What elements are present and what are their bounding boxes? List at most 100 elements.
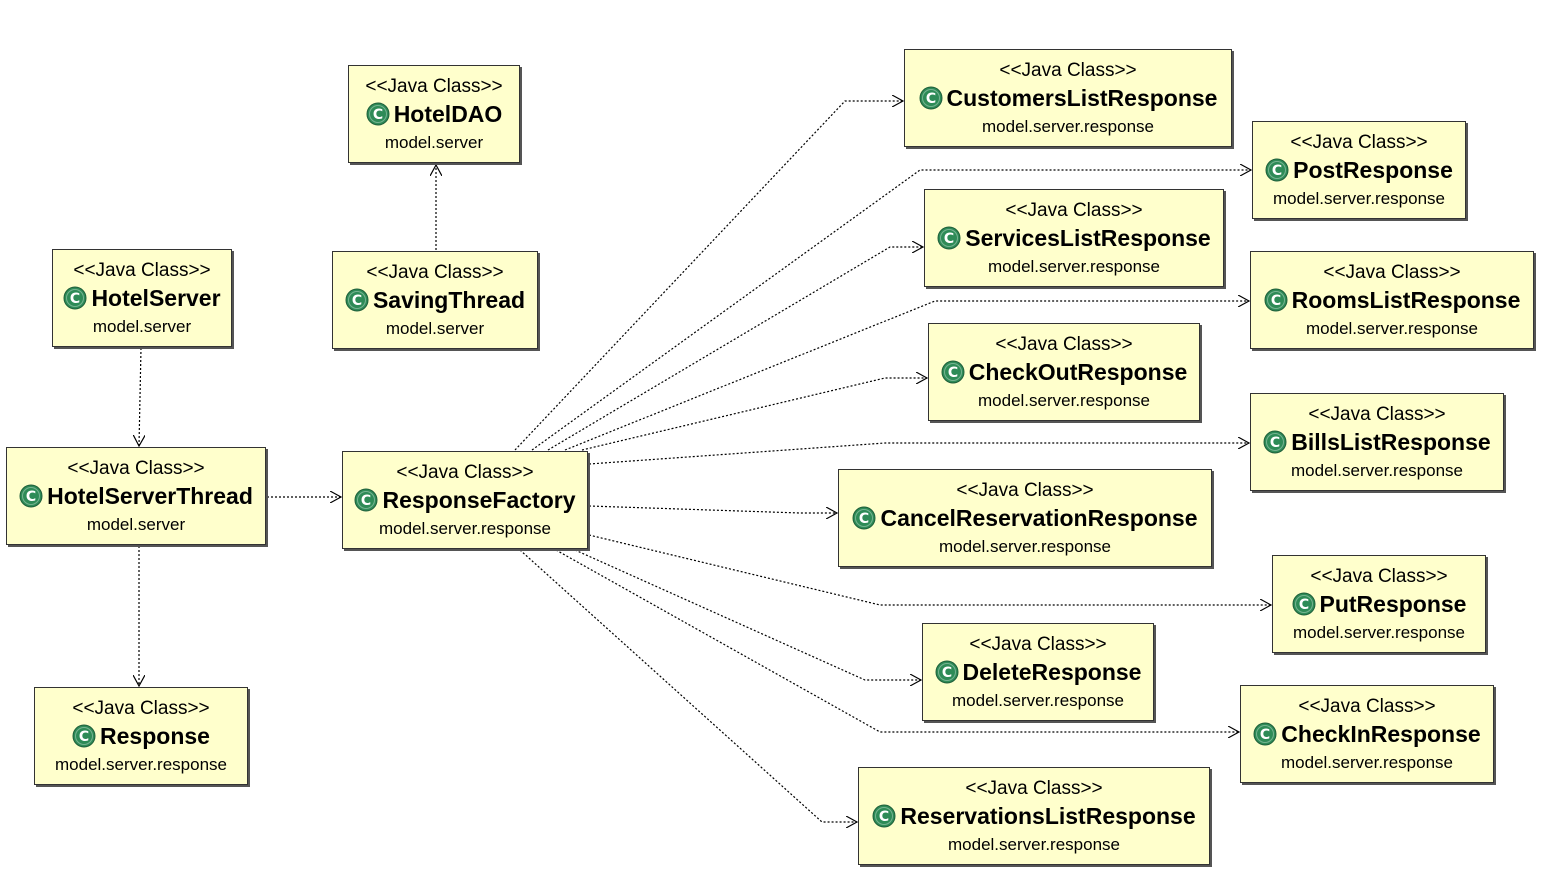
class-box-putresponse[interactable]: <<Java Class>> C PutResponse model.server… xyxy=(1272,555,1486,653)
svg-text:C: C xyxy=(1272,163,1282,179)
class-name: PostResponse xyxy=(1293,156,1453,183)
class-icon: C xyxy=(63,286,87,310)
package-label: model.server.response xyxy=(988,257,1160,276)
class-icon: C xyxy=(941,360,965,384)
class-name: BillsListResponse xyxy=(1291,428,1491,455)
stereotype-label: <<Java Class>> xyxy=(1310,566,1448,587)
class-name: CheckOutResponse xyxy=(968,358,1188,385)
package-label: model.server xyxy=(385,319,485,338)
class-box-roomslistresponse[interactable]: <<Java Class>> C RoomsListResponse model.… xyxy=(1250,251,1534,349)
package-label: model.server.response xyxy=(55,755,227,774)
class-icon: C xyxy=(72,724,96,748)
class-icon: C xyxy=(937,226,961,250)
stereotype-label: <<Java Class>> xyxy=(365,76,503,97)
package-label: model.server.response xyxy=(952,691,1124,710)
class-icon: C xyxy=(366,102,390,126)
stereotype-label: <<Java Class>> xyxy=(995,334,1133,355)
class-icon: C xyxy=(1264,288,1288,312)
svg-text:C: C xyxy=(944,231,954,247)
class-name: PutResponse xyxy=(1319,590,1467,617)
svg-text:C: C xyxy=(1270,293,1280,309)
class-name: HotelServerThread xyxy=(47,482,253,509)
class-icon: C xyxy=(852,506,876,530)
svg-text:C: C xyxy=(361,493,371,509)
class-icon: C xyxy=(935,660,959,684)
class-icon: C xyxy=(1263,430,1287,454)
class-box-deleteresponse[interactable]: <<Java Class>> C DeleteResponse model.ser… xyxy=(922,623,1154,721)
package-label: model.server.response xyxy=(1273,189,1445,208)
dependency-edge-responsefactory-to-serviceslistresponse xyxy=(547,247,923,451)
class-box-reservationslistresponse[interactable]: <<Java Class>> C ReservationsListResponse… xyxy=(858,767,1210,865)
package-label: model.server.response xyxy=(1281,753,1453,772)
package-label: model.server.response xyxy=(939,537,1111,556)
class-name: Response xyxy=(100,722,210,749)
svg-text:C: C xyxy=(26,489,36,505)
stereotype-label: <<Java Class>> xyxy=(72,698,210,719)
package-label: model.server.response xyxy=(1306,319,1478,338)
svg-text:C: C xyxy=(1270,435,1280,451)
class-box-hoteldao[interactable]: <<Java Class>> C HotelDAO model.server xyxy=(348,65,520,163)
class-icon: C xyxy=(919,86,943,110)
svg-text:C: C xyxy=(925,91,935,107)
class-box-hotelserverthread[interactable]: <<Java Class>> C HotelServerThread model.… xyxy=(6,447,266,545)
svg-text:C: C xyxy=(1260,727,1270,743)
stereotype-label: <<Java Class>> xyxy=(969,634,1107,655)
class-name: HotelDAO xyxy=(393,100,503,127)
class-icon: C xyxy=(872,804,896,828)
package-label: model.server.response xyxy=(1293,623,1465,642)
package-label: model.server.response xyxy=(982,117,1154,136)
stereotype-label: <<Java Class>> xyxy=(73,260,211,281)
class-icon: C xyxy=(1253,722,1277,746)
svg-text:C: C xyxy=(373,107,383,123)
package-label: model.server xyxy=(384,133,484,152)
stereotype-label: <<Java Class>> xyxy=(366,262,504,283)
svg-text:C: C xyxy=(948,365,958,381)
class-icon: C xyxy=(1292,592,1316,616)
svg-text:C: C xyxy=(859,511,869,527)
dependency-edge-responsefactory-to-checkoutresponse xyxy=(581,378,927,451)
stereotype-label: <<Java Class>> xyxy=(965,778,1103,799)
dependency-edge-responsefactory-to-billslistresponse xyxy=(588,443,1249,465)
stereotype-label: <<Java Class>> xyxy=(396,462,534,483)
dependency-edge-hotelserver-to-hotelserverthread xyxy=(139,347,141,446)
class-icon: C xyxy=(1265,158,1289,182)
svg-text:C: C xyxy=(879,809,889,825)
stereotype-label: <<Java Class>> xyxy=(1323,262,1461,283)
class-name: CustomersListResponse xyxy=(946,84,1218,111)
class-name: DeleteResponse xyxy=(962,658,1142,685)
dependency-edge-responsefactory-to-roomslistresponse xyxy=(564,301,1249,451)
svg-text:C: C xyxy=(941,665,951,681)
class-name: CheckInResponse xyxy=(1281,720,1481,747)
dependency-edge-responsefactory-to-customerslistresponse xyxy=(514,101,903,451)
class-box-savingthread[interactable]: <<Java Class>> C SavingThread model.serve… xyxy=(332,251,538,349)
class-name: RoomsListResponse xyxy=(1291,286,1521,313)
class-name: CancelReservationResponse xyxy=(880,504,1198,531)
class-name: SavingThread xyxy=(372,286,526,313)
svg-text:C: C xyxy=(79,729,89,745)
class-icon: C xyxy=(19,484,43,508)
svg-text:C: C xyxy=(1298,597,1308,613)
svg-text:C: C xyxy=(352,293,362,309)
stereotype-label: <<Java Class>> xyxy=(1308,404,1446,425)
class-name: ServicesListResponse xyxy=(965,224,1211,251)
package-label: model.server xyxy=(86,515,186,534)
stereotype-label: <<Java Class>> xyxy=(67,458,205,479)
class-box-response[interactable]: <<Java Class>> C Response model.server.re… xyxy=(34,687,248,785)
stereotype-label: <<Java Class>> xyxy=(1290,132,1428,153)
class-box-postresponse[interactable]: <<Java Class>> C PostResponse model.serve… xyxy=(1252,121,1466,219)
class-icon: C xyxy=(345,288,369,312)
package-label: model.server.response xyxy=(948,835,1120,854)
class-box-serviceslistresponse[interactable]: <<Java Class>> C ServicesListResponse mod… xyxy=(924,189,1224,287)
stereotype-label: <<Java Class>> xyxy=(1005,200,1143,221)
dependency-edge-responsefactory-to-deleteresponse xyxy=(574,549,921,680)
package-label: model.server xyxy=(92,317,192,336)
class-name: ReservationsListResponse xyxy=(900,802,1196,829)
